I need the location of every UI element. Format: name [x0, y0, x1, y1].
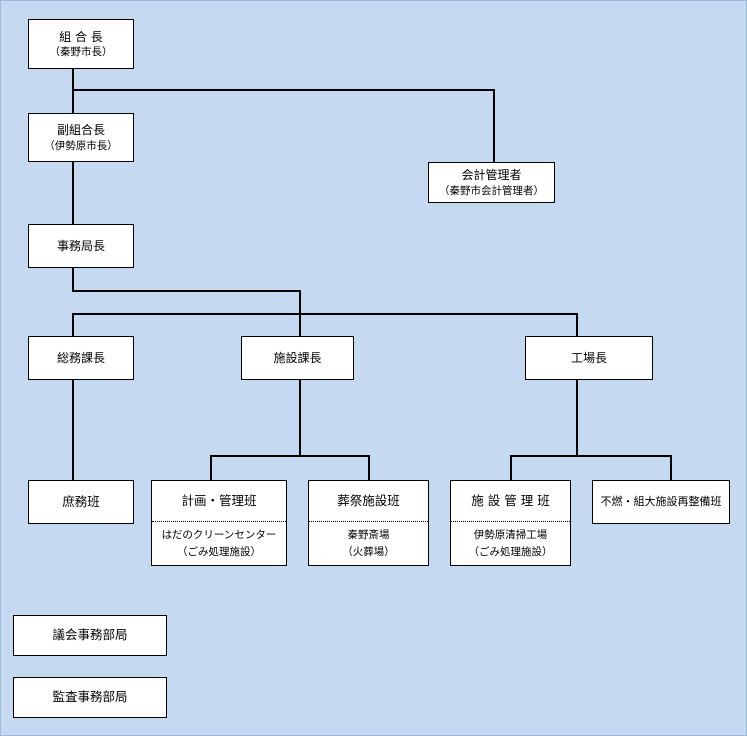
shisetsu-kanri-han-facility: 伊勢原清掃工場 — [473, 528, 548, 541]
kansa-jimu-box: 監査事務部局 — [13, 677, 167, 718]
shomu-han-box: 庶務班 — [28, 480, 134, 524]
connector-shisetsu-keikaku — [210, 379, 301, 481]
fuku-kumiaicho-sub: （伊勢原市長） — [44, 139, 118, 152]
jimukyokucho-box: 事務局長 — [28, 224, 134, 268]
kaikei-kanrisha-title: 会計管理者 — [461, 168, 522, 183]
shomu-han-title: 庶務班 — [62, 493, 100, 509]
shisetsu-kanri-han-facility-type: （ごみ処理施設） — [468, 545, 553, 558]
somu-kacho-title: 総務課長 — [56, 350, 105, 365]
connector-shisetsu-sosai — [300, 455, 370, 481]
shisetsu-kacho-box: 施設課長 — [241, 336, 354, 380]
funen-han-box: 不燃・組大施設再整備班 — [592, 480, 730, 524]
somu-kacho-box: 総務課長 — [28, 336, 134, 380]
jimukyokucho-title: 事務局長 — [56, 238, 105, 253]
kojocho-title: 工場長 — [570, 350, 607, 365]
keikaku-kanri-han-title: 計画・管理班 — [181, 492, 257, 508]
connector-kaikei — [73, 89, 495, 163]
kaikei-kanrisha-box: 会計管理者 （秦野市会計管理者） — [428, 162, 555, 203]
shisetsu-kanri-han-divider — [451, 521, 570, 522]
kaikei-kanrisha-sub: （秦野市会計管理者） — [439, 184, 544, 197]
sosai-shisetsu-han-box: 葬祭施設班 秦野斎場 （火葬場） — [308, 480, 429, 566]
sosai-shisetsu-han-facility: 秦野斎場 — [347, 528, 390, 541]
funen-han-title: 不燃・組大施設再整備班 — [600, 494, 722, 508]
keikaku-kanri-han-facility-type: （ごみ処理施設） — [177, 545, 261, 558]
shisetsu-kanri-han-box: 施 設 管 理 班 伊勢原清掃工場 （ごみ処理施設） — [450, 480, 571, 566]
fuku-kumiaicho-title: 副組合長 — [56, 123, 105, 138]
sosai-shisetsu-han-title: 葬祭施設班 — [337, 492, 400, 508]
gikai-jimu-box: 議会事務部局 — [13, 615, 167, 656]
connector-kojo-kanri — [510, 379, 578, 481]
kansa-jimu-title: 監査事務部局 — [52, 689, 128, 705]
connector-kojo-funen — [577, 455, 672, 481]
sosai-shisetsu-han-facility-type: （火葬場） — [342, 545, 395, 558]
kumiaicho-sub: （秦野市長） — [49, 46, 113, 58]
keikaku-kanri-han-divider — [152, 521, 286, 522]
kojocho-box: 工場長 — [525, 336, 653, 380]
connector-branch-bar — [72, 313, 578, 337]
fuku-kumiaicho-box: 副組合長 （伊勢原市長） — [28, 113, 134, 162]
keikaku-kanri-han-box: 計画・管理班 はだのクリーンセンター （ごみ処理施設） — [151, 480, 287, 566]
connector-jimukyoku-shisetsu — [72, 267, 301, 336]
sosai-shisetsu-han-divider — [309, 521, 428, 522]
kumiaicho-box: 組 合 長 （秦野市長） — [28, 19, 134, 69]
kumiaicho-title: 組 合 長 — [59, 29, 103, 44]
gikai-jimu-title: 議会事務部局 — [52, 627, 128, 643]
shisetsu-kacho-title: 施設課長 — [273, 350, 322, 365]
shisetsu-kanri-han-title: 施 設 管 理 班 — [471, 492, 550, 508]
keikaku-kanri-han-facility: はだのクリーンセンター — [161, 528, 277, 541]
